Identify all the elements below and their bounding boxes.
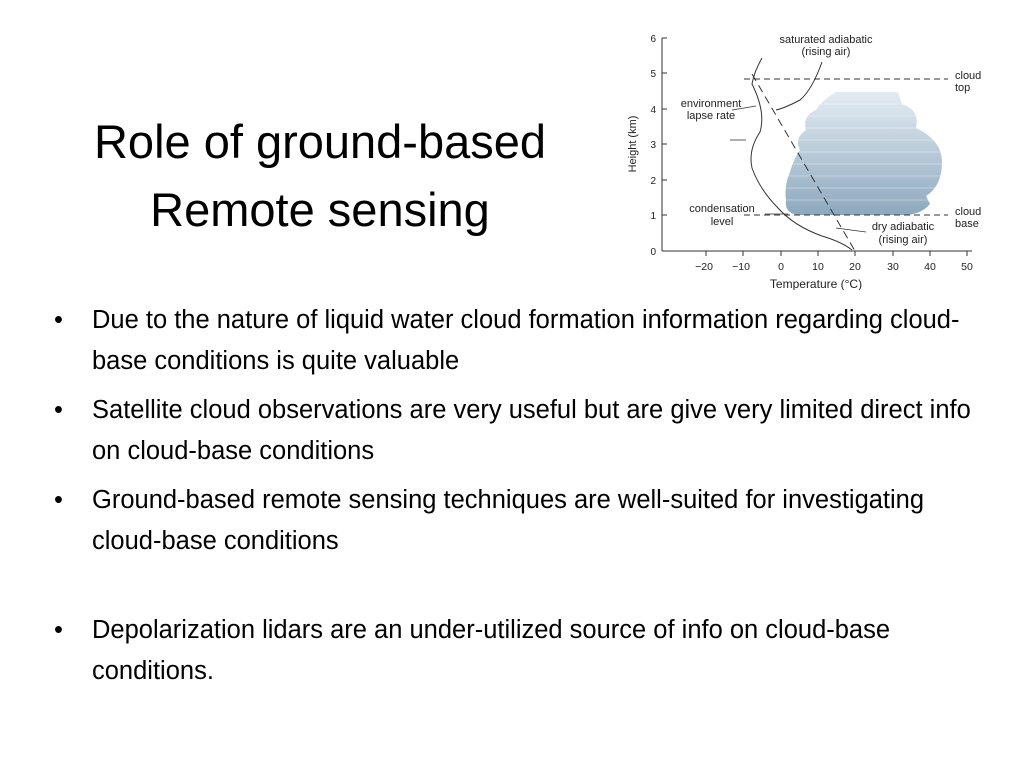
label-condensation: condensation: [689, 203, 754, 215]
x-tick-label: 40: [924, 261, 936, 273]
bullet-item: Ground-based remote sensing techniques a…: [52, 480, 982, 562]
y-tick-label: 6: [650, 34, 656, 45]
y-tick-labels: 0 1 2 3 4 5 6: [650, 34, 656, 258]
lapse-rate-diagram: 0 1 2 3 4 5 6 −20 −10 0 10 20 30 40 50 H…: [627, 34, 981, 290]
dry-adiabatic-line: [751, 73, 856, 252]
x-tick-label: 20: [849, 261, 861, 273]
y-axis-label: Height (km): [627, 116, 639, 173]
diagram-annotations: saturated adiabatic (rising air) environ…: [681, 34, 935, 246]
x-tick-label: 10: [812, 261, 824, 273]
title-line-2: Remote sensing: [150, 183, 490, 236]
y-tick-label: 4: [650, 105, 656, 116]
cloud-shape: [785, 92, 944, 216]
label-cloud-base-sub: base: [955, 218, 979, 230]
bullet-list: Due to the nature of liquid water cloud …: [52, 300, 982, 692]
leader-lines: [730, 105, 867, 233]
y-tick-label: 0: [650, 247, 656, 258]
diagram-axes: [661, 37, 972, 256]
y-tick-label: 1: [650, 211, 656, 222]
label-lapse-rate: lapse rate: [687, 110, 735, 122]
x-tick-label: 50: [961, 261, 973, 273]
label-environment: environment: [681, 98, 742, 110]
label-dry-adiabatic-sub: (rising air): [879, 234, 928, 246]
saturated-adiabatic-curve: [775, 61, 823, 111]
label-cloud-top: cloud: [955, 70, 981, 82]
x-axis-label: Temperature (°C): [770, 277, 862, 290]
slide-title: Role of ground-based Remote sensing: [40, 108, 600, 244]
label-cloud-base: cloud: [955, 206, 981, 218]
x-tick-label: −10: [732, 261, 750, 273]
label-dry-adiabatic: dry adiabatic: [872, 221, 935, 233]
label-cloud-top-sub: top: [955, 82, 970, 94]
cloud-level-labels: cloud top cloud base: [955, 70, 981, 230]
y-tick-label: 3: [650, 140, 656, 151]
x-tick-label: 30: [887, 261, 899, 273]
y-tick-label: 5: [650, 69, 656, 80]
label-condensation-level: level: [711, 216, 734, 228]
x-tick-label: 0: [778, 261, 784, 273]
y-tick-label: 2: [650, 176, 656, 187]
x-tick-labels: −20 −10 0 10 20 30 40 50: [695, 261, 973, 273]
bullet-item: Satellite cloud observations are very us…: [52, 390, 982, 472]
bullet-item: Depolarization lidars are an under-utili…: [52, 610, 982, 692]
bullet-item: Due to the nature of liquid water cloud …: [52, 300, 982, 382]
label-saturated-adiabatic: saturated adiabatic: [780, 34, 873, 46]
title-line-1: Role of ground-based: [93, 115, 547, 168]
level-lines: [744, 78, 948, 216]
label-saturated-adiabatic-sub: (rising air): [802, 46, 851, 58]
x-tick-label: −20: [695, 261, 713, 273]
environment-lapse-rate-curve: [750, 57, 853, 251]
